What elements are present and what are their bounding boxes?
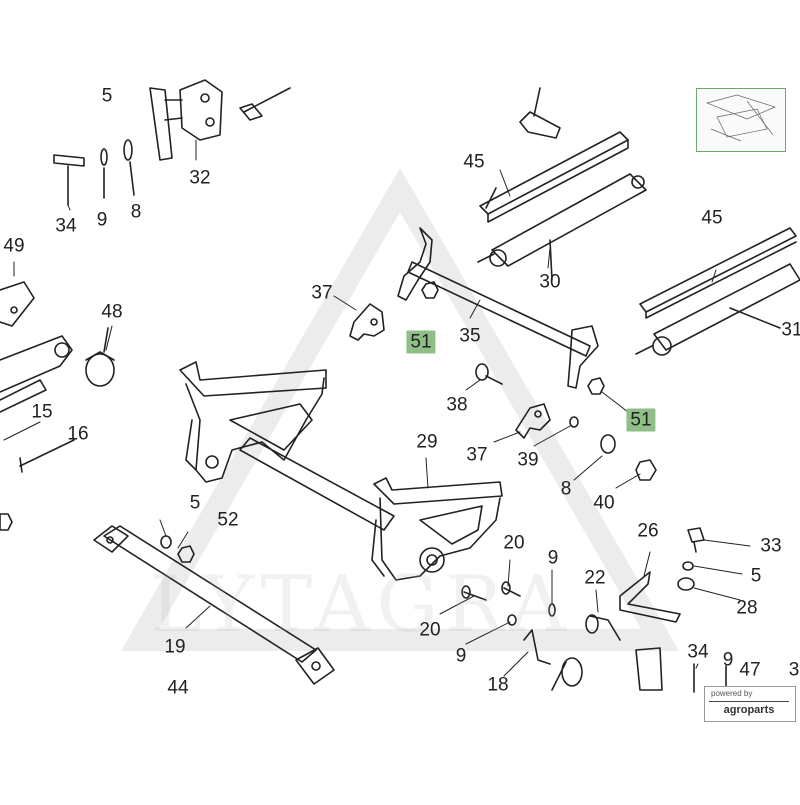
callout-49[interactable]: 49 (3, 235, 25, 257)
callout-20[interactable]: 20 (419, 619, 441, 641)
watermark-text: LYTAGRA (150, 560, 572, 650)
washer-9-a (507, 614, 517, 626)
callout-20[interactable]: 20 (503, 532, 525, 554)
washer-5-right (682, 561, 694, 571)
cylinder-30 (477, 173, 647, 281)
cylinder-31 (635, 263, 800, 356)
hook-37-lower (515, 403, 551, 439)
callout-34[interactable]: 34 (687, 641, 709, 663)
bolt-20-a (461, 585, 487, 601)
nut-52 (177, 545, 195, 563)
lock-washer-9 (100, 148, 108, 199)
rail-45-right (639, 227, 797, 319)
powered-by-text: powered by (711, 689, 753, 698)
pin-16 (19, 439, 75, 473)
thumbnail-drawing (705, 94, 777, 142)
agroparts-logo: agroparts (709, 701, 789, 718)
callout-26[interactable]: 26 (637, 520, 659, 542)
washer-39 (569, 416, 579, 428)
callout-45[interactable]: 45 (463, 151, 485, 173)
nut-51-upper (421, 281, 439, 299)
bar-19 (93, 525, 335, 685)
nut-40 (635, 459, 657, 481)
callout-18[interactable]: 18 (487, 674, 509, 696)
callout-48[interactable]: 48 (101, 301, 123, 323)
callout-44[interactable]: 44 (167, 677, 189, 699)
callout-51-highlighted[interactable]: 51 (406, 330, 436, 354)
callout-19[interactable]: 19 (164, 636, 186, 658)
hinge-bracket-32 (149, 79, 223, 161)
pin-22 (585, 614, 621, 641)
callout-32[interactable]: 32 (189, 167, 211, 189)
hook-37-upper (349, 303, 385, 341)
callout-35[interactable]: 35 (459, 325, 481, 347)
bushing-48 (85, 327, 115, 387)
callout-28[interactable]: 28 (736, 597, 758, 619)
callout-29[interactable]: 29 (416, 431, 438, 453)
bolt-top (519, 87, 561, 139)
pin-top (239, 87, 291, 121)
callout-16[interactable]: 16 (67, 423, 89, 445)
powered-by-badge[interactable]: powered by agroparts (704, 686, 796, 722)
overview-thumbnail[interactable] (696, 88, 786, 152)
callout-5[interactable]: 5 (101, 85, 113, 107)
callout-3[interactable]: 3 (788, 659, 800, 681)
bolt-38 (475, 363, 503, 385)
leader-lines (3, 139, 751, 677)
nut-51-lower (587, 377, 605, 395)
spring-bottom (635, 647, 663, 691)
roller-bottom (551, 657, 583, 691)
shaft-35 (397, 227, 599, 389)
callout-9[interactable]: 9 (96, 209, 108, 231)
callout-40[interactable]: 40 (593, 492, 615, 514)
callout-30[interactable]: 30 (539, 271, 561, 293)
washer-28 (677, 577, 695, 591)
rail-45-upper (479, 131, 629, 223)
callout-47[interactable]: 47 (739, 659, 761, 681)
callout-8[interactable]: 8 (560, 478, 572, 500)
callout-9[interactable]: 9 (547, 547, 559, 569)
callout-39[interactable]: 39 (517, 449, 539, 471)
bracket-26 (619, 571, 681, 623)
callout-37[interactable]: 37 (466, 444, 488, 466)
callout-5[interactable]: 5 (750, 565, 762, 587)
arm-lower-left (0, 335, 73, 413)
callout-5[interactable]: 5 (189, 492, 201, 514)
washer-8 (123, 139, 135, 196)
pin-18 (523, 629, 551, 665)
frame-29 (179, 361, 503, 581)
callout-9[interactable]: 9 (722, 649, 734, 671)
nut-left (0, 513, 13, 531)
callout-37[interactable]: 37 (311, 282, 333, 304)
arm-49 (0, 281, 35, 327)
callout-51-highlighted[interactable]: 51 (626, 408, 656, 432)
callout-9[interactable]: 9 (455, 645, 467, 667)
callout-45[interactable]: 45 (701, 207, 723, 229)
callout-33[interactable]: 33 (760, 535, 782, 557)
bolt-34 (53, 154, 85, 206)
watermark-triangle (120, 168, 680, 651)
callout-8[interactable]: 8 (130, 201, 142, 223)
callout-31[interactable]: 31 (781, 319, 800, 341)
washer-5-left (160, 535, 172, 549)
bolt-20-b (501, 581, 521, 597)
callout-38[interactable]: 38 (446, 394, 468, 416)
callout-15[interactable]: 15 (31, 401, 53, 423)
callout-34[interactable]: 34 (55, 215, 77, 237)
bolt-33 (687, 527, 705, 553)
callout-22[interactable]: 22 (584, 567, 606, 589)
washer-8-mid (600, 434, 616, 454)
callout-52[interactable]: 52 (217, 509, 239, 531)
